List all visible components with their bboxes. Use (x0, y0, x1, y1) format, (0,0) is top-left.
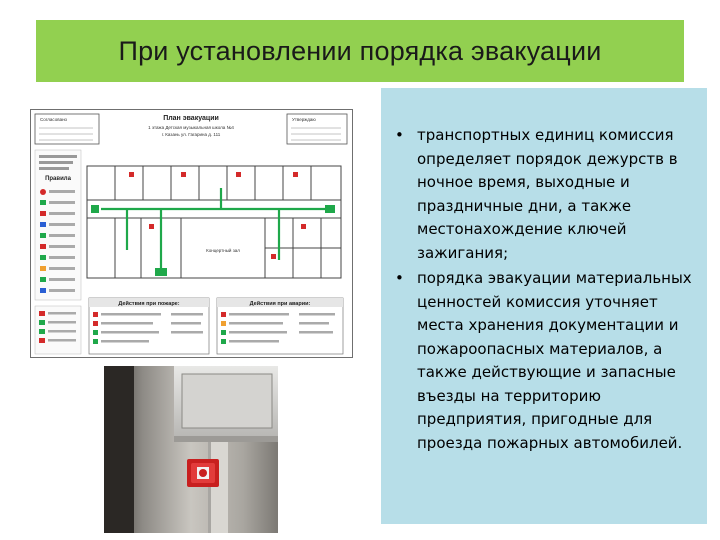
bullet-list: • транспортных единиц комиссия определяе… (395, 124, 701, 457)
bullet-text: транспортных единиц комиссия определяет … (417, 126, 678, 262)
legend-column: Правила (34, 149, 82, 301)
alarm-button-icon (187, 459, 219, 487)
svg-text:Правила: Правила (45, 176, 72, 182)
evacuation-routes (101, 188, 331, 270)
action-panel-accident: Действия при аварии: (216, 297, 344, 355)
fire-alarm-photo (104, 366, 278, 533)
bullet-dot-icon: • (395, 269, 404, 287)
list-item: • порядка эвакуации материальных ценност… (395, 267, 701, 455)
action-panel-fire: Действия при пожаре: (88, 297, 210, 355)
svg-text:Действия при аварии:: Действия при аварии: (250, 300, 311, 307)
slide-title: При установлении порядка эвакуации (118, 35, 602, 66)
approval-box-left: Согласовано (34, 113, 100, 145)
plan-title-block: План эвакуации 1 этажа Детская музыкальн… (148, 115, 234, 137)
svg-text:г. Казань ул. Гагарина д. 111: г. Казань ул. Гагарина д. 111 (162, 132, 221, 137)
evacuation-plan-image: Согласовано План эвакуации 1 этажа Детск… (30, 109, 353, 358)
bullet-dot-icon: • (395, 126, 404, 144)
legend-bottom-left (34, 305, 82, 355)
bullet-text: порядка эвакуации материальных ценностей… (417, 269, 692, 452)
svg-text:Действия при пожаре:: Действия при пожаре: (118, 300, 179, 307)
hall-label: Концертный зал (206, 247, 240, 253)
floor-plan (86, 165, 342, 279)
title-banner: При установлении порядка эвакуации (36, 20, 684, 82)
approval-box-right: Утверждаю (286, 113, 348, 145)
svg-text:Согласовано: Согласовано (40, 117, 68, 122)
list-item: • транспортных единиц комиссия определяе… (395, 124, 701, 265)
svg-text:План эвакуации: План эвакуации (163, 115, 219, 122)
svg-text:Утверждаю: Утверждаю (292, 117, 316, 122)
text-panel: • транспортных единиц комиссия определяе… (381, 88, 707, 524)
svg-text:1 этажа Детская музыкальная шк: 1 этажа Детская музыкальная школа №4 (148, 125, 234, 130)
fire-equipment-markers (129, 172, 306, 259)
exit-markers (91, 205, 335, 276)
